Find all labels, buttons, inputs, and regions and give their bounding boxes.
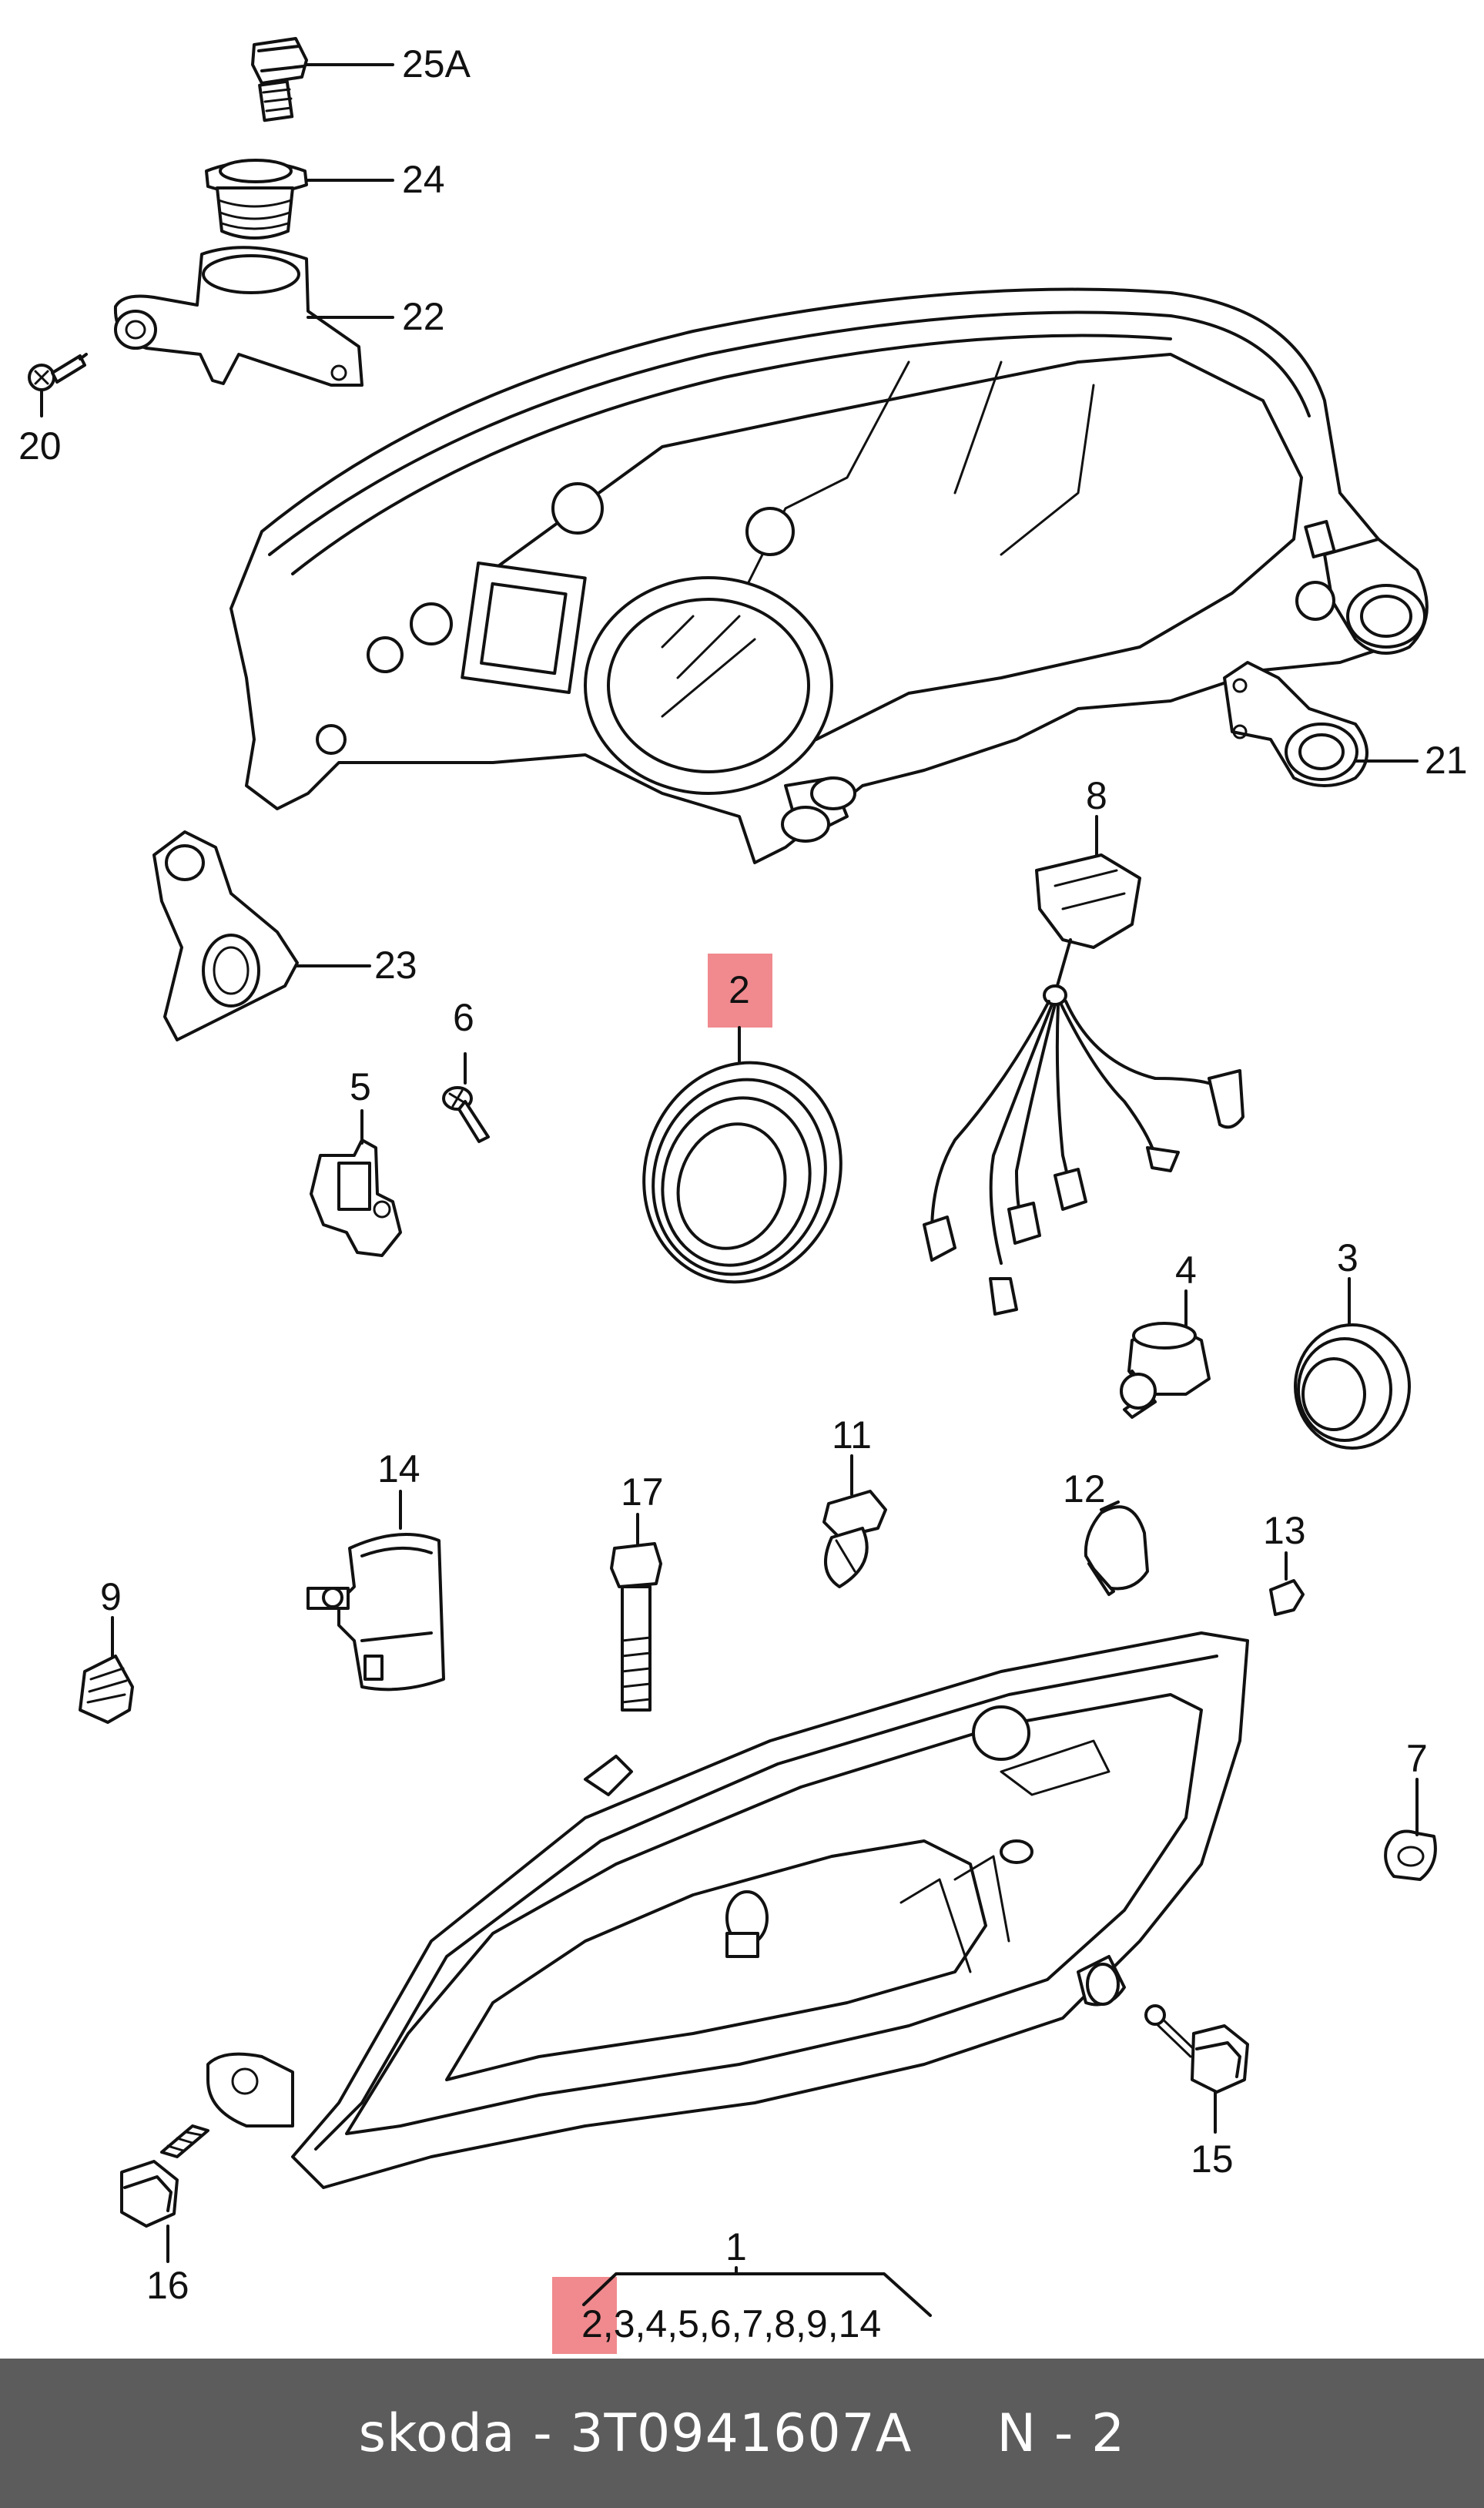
wiring-harness-8-drawing — [923, 815, 1244, 1316]
bulb-holder-4-drawing — [1120, 1289, 1211, 1419]
headlamp-housing-rear-drawing — [229, 287, 1429, 864]
callout-2: 2 — [729, 968, 750, 1011]
highlight-box-kit-2 — [552, 2277, 617, 2354]
cap-3-drawing — [1294, 1277, 1411, 1450]
callout-20: 20 — [18, 424, 62, 468]
bolt-16-drawing — [120, 2124, 209, 2263]
grommet-24-drawing — [205, 159, 394, 240]
bracket-23-drawing — [152, 830, 371, 1041]
parts-diagram: 25A 24 22 20 — [18, 37, 1468, 2354]
headlamp-front-drawing — [206, 1631, 1249, 2189]
callout-6: 6 — [453, 996, 474, 1039]
clip-9-drawing — [79, 1616, 134, 1724]
bracket-22-drawing — [113, 246, 394, 387]
clip-7-drawing — [1384, 1778, 1437, 1881]
adjustment-motor-14-drawing — [307, 1490, 445, 1692]
kit-part-list: 2,3,4,5,6,7,8,9,14 — [581, 2302, 881, 2345]
callout-14: 14 — [377, 1447, 420, 1490]
bolt-15-drawing — [1144, 2004, 1249, 2134]
callout-17: 17 — [621, 1470, 664, 1514]
callout-5: 5 — [350, 1065, 371, 1108]
highlight-box-part-2 — [708, 954, 772, 1028]
screw-6-drawing — [442, 1052, 490, 1143]
callout-15: 15 — [1191, 2138, 1234, 2181]
callout-22: 22 — [402, 295, 445, 338]
callout-9: 9 — [100, 1575, 122, 1618]
clip-5-drawing — [310, 1109, 402, 1257]
callout-12: 12 — [1063, 1467, 1106, 1510]
kit-list-highlighted: 2, — [581, 2302, 614, 2345]
callout-4: 4 — [1175, 1249, 1197, 1292]
callout-25a: 25A — [402, 42, 471, 86]
callout-23: 23 — [374, 944, 417, 987]
callout-13: 13 — [1263, 1509, 1306, 1552]
footer-bar: skoda - 3T0941607A N - 2 — [0, 2359, 1484, 2508]
callout-21: 21 — [1425, 739, 1468, 782]
callout-11: 11 — [832, 1413, 872, 1457]
callout-1: 1 — [725, 2225, 747, 2268]
bulb-13-drawing — [1269, 1551, 1305, 1616]
seal-ring-2-drawing — [642, 1026, 842, 1284]
bolt-25a-drawing — [251, 37, 394, 122]
callout-7: 7 — [1406, 1737, 1428, 1780]
kit-list-rest: 3,4,5,6,7,8,9,14 — [614, 2302, 882, 2345]
footer-position: N - 2 — [997, 2402, 1126, 2464]
bulb-11-drawing — [822, 1454, 887, 1588]
callout-16: 16 — [146, 2264, 189, 2307]
clip-21-drawing — [1223, 661, 1419, 787]
bolt-17-drawing — [610, 1513, 662, 1712]
footer-brand-part-number: skoda - 3T0941607A — [358, 2402, 913, 2464]
callout-24: 24 — [402, 158, 445, 201]
kit-bracket-1 — [582, 2266, 932, 2317]
callout-3: 3 — [1337, 1236, 1358, 1279]
callout-8: 8 — [1086, 774, 1107, 817]
screw-20-drawing — [28, 353, 88, 417]
bulb-12-drawing — [1084, 1500, 1149, 1596]
